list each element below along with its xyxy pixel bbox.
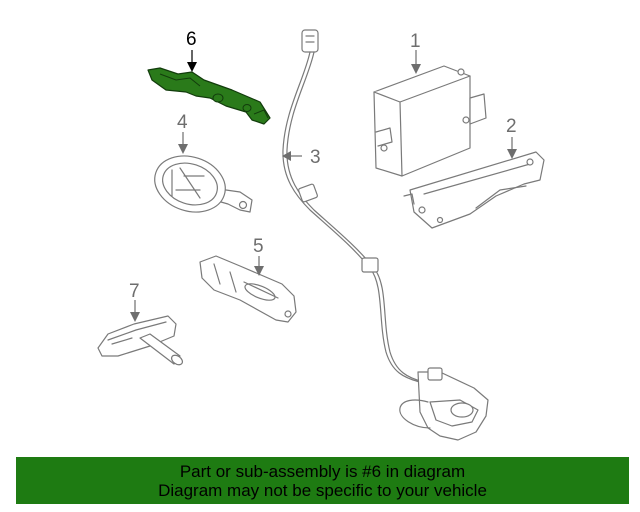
callout-6-leader [187, 50, 197, 72]
part-5-switch[interactable] [199, 255, 297, 323]
banner-line-2: Diagram may not be specific to your vehi… [158, 480, 487, 500]
info-banner: Part or sub-assembly is #6 in diagram Di… [16, 457, 629, 504]
callout-2[interactable]: 2 [506, 116, 517, 137]
callout-3-leader [282, 151, 302, 161]
callout-5-leader [254, 256, 264, 276]
part-7-sensor[interactable] [97, 315, 184, 367]
callout-6[interactable]: 6 [186, 29, 197, 50]
callout-1-leader [411, 50, 421, 74]
parts-diagram: 6 4 3 [97, 29, 545, 441]
part-2-mounting-bracket[interactable] [403, 151, 545, 229]
callout-1[interactable]: 1 [410, 31, 421, 52]
callout-7[interactable]: 7 [129, 281, 140, 302]
callout-4[interactable]: 4 [177, 112, 188, 133]
part-6-bracket[interactable] [147, 67, 271, 125]
callout-2-leader [507, 137, 517, 159]
part-4-oval-trim[interactable] [147, 147, 253, 221]
callout-4-leader [178, 132, 188, 154]
banner-line-1: Part or sub-assembly is #6 in diagram [179, 461, 466, 481]
callout-7-leader [130, 300, 140, 322]
part-1-control-module[interactable] [373, 65, 487, 177]
callout-3[interactable]: 3 [310, 147, 321, 168]
part-3-antenna-cable[interactable] [282, 29, 489, 441]
callout-5[interactable]: 5 [253, 236, 264, 257]
